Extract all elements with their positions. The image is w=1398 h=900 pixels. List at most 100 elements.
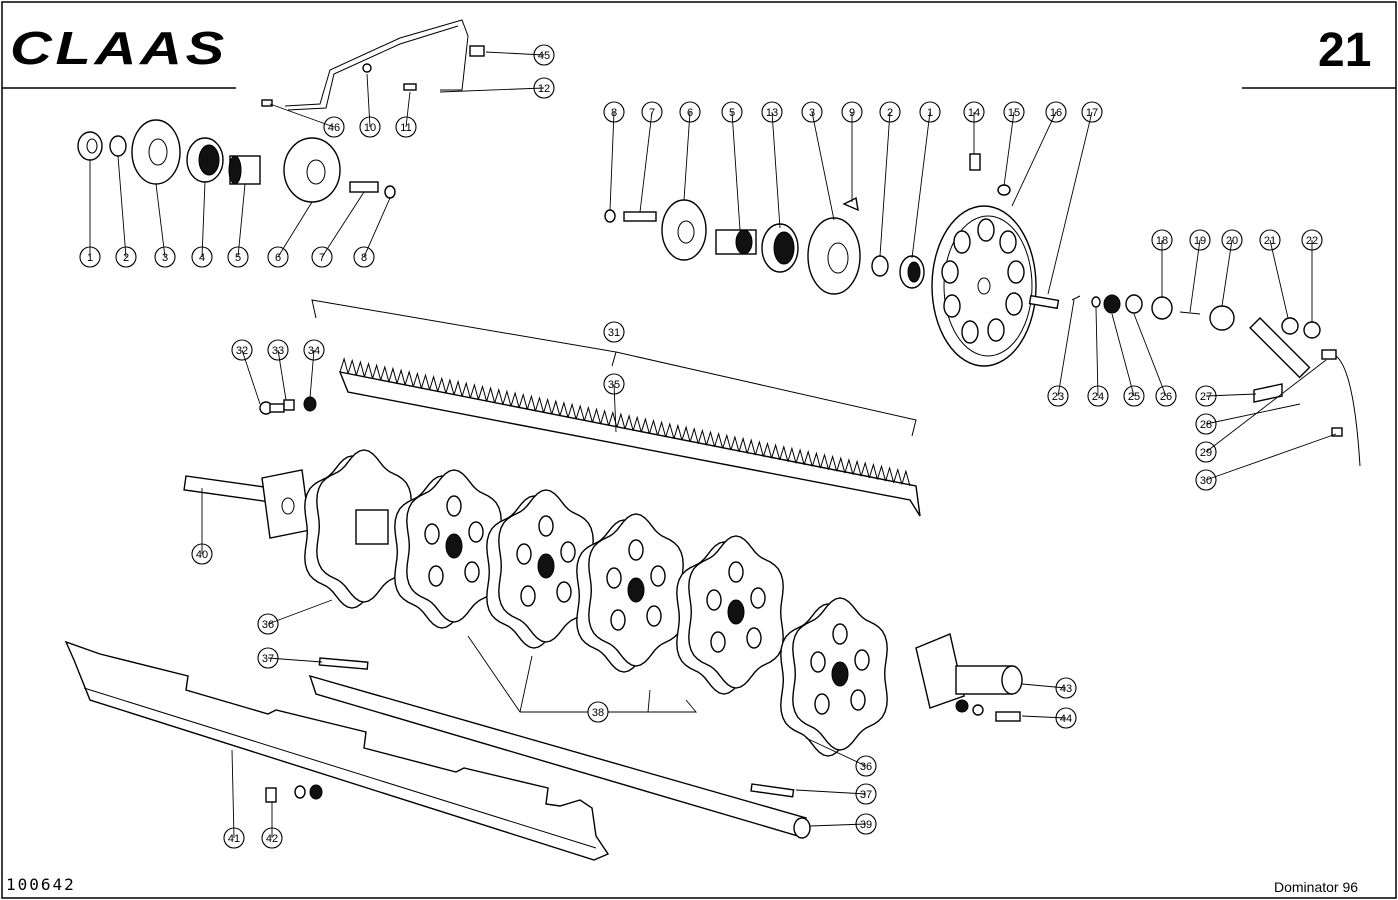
callout-38: 38 (587, 701, 609, 723)
callout-label: 43 (1060, 683, 1072, 695)
drum-plate-hole (520, 585, 536, 607)
cover-plate (64, 640, 610, 861)
callout-label: 8 (361, 252, 367, 264)
drum-plate-hole (728, 561, 744, 583)
leader-line (1205, 433, 1337, 481)
drum-plate-hole (706, 589, 722, 611)
callout-label: 37 (262, 653, 274, 665)
leader-line (405, 91, 411, 128)
leader-line (269, 103, 335, 128)
callout-label: 27 (1200, 391, 1212, 403)
key-upper (318, 657, 369, 670)
leader-line (811, 111, 835, 221)
leader-line (363, 197, 391, 258)
drum-plate-hole (446, 495, 462, 517)
right-hub-group (604, 153, 1060, 367)
drum-plate-hole (424, 523, 440, 545)
leader-line (439, 87, 545, 93)
callout-label: 7 (319, 252, 325, 264)
leader-line (267, 599, 333, 625)
callout-28: 28 (1195, 413, 1217, 435)
leader-line (277, 349, 287, 401)
drum-plate-hole (538, 515, 554, 537)
leader-line (1047, 111, 1093, 295)
model-name: Dominator 96 (1274, 879, 1358, 895)
callout-label: 24 (1092, 391, 1104, 403)
callout-label: 45 (538, 50, 550, 62)
drum-plate-hole (646, 605, 662, 627)
drum-plate-hole (750, 587, 766, 609)
left-hub-group (77, 119, 396, 203)
drum-plate-hole (850, 689, 866, 711)
drum-plate-hole (464, 561, 480, 583)
leader-line (1003, 111, 1015, 187)
leader-line (1057, 299, 1075, 397)
drum-right-hub (915, 633, 1023, 722)
drum-plate-hole (516, 543, 532, 565)
callout-label: 23 (1052, 391, 1064, 403)
leader-line (731, 111, 741, 231)
callout-16: 16 (1045, 101, 1067, 123)
leader-line (1205, 393, 1257, 397)
drum-plate-hole (560, 541, 576, 563)
callout-label: 12 (538, 83, 550, 95)
leader-line (1021, 683, 1067, 689)
callout-label: 36 (262, 619, 274, 631)
drum-plate-hub (627, 577, 645, 603)
drum-plate-hole (650, 565, 666, 587)
leader-line (155, 183, 166, 258)
leader-line (1189, 239, 1201, 313)
callout-label: 36 (860, 761, 872, 773)
leader-line (639, 111, 653, 213)
leader-line (1111, 313, 1135, 397)
callout-label: 10 (364, 122, 376, 134)
leader-line (277, 201, 313, 258)
key-lower (750, 783, 795, 798)
callout-label: 38 (592, 707, 604, 719)
callout-label: 44 (1060, 713, 1072, 725)
callout-label: 39 (860, 819, 872, 831)
leader-line (809, 823, 867, 827)
drum-plate-hole (628, 539, 644, 561)
leader-line (1269, 239, 1289, 319)
callout-label: 42 (266, 833, 278, 845)
leader-line (309, 349, 315, 399)
upper-wire-assembly (261, 19, 485, 111)
drum-plate-hole (606, 567, 622, 589)
drum-plate-hub (831, 661, 849, 687)
leader-line (267, 657, 323, 663)
callout-label: 5 (235, 252, 241, 264)
leader-line (771, 111, 781, 229)
callout-label: 46 (328, 122, 340, 134)
leader-line (795, 789, 867, 795)
leader-line (911, 111, 931, 259)
leader-line (1221, 239, 1233, 307)
leader-line (237, 183, 246, 258)
leader-line (117, 155, 127, 258)
drum-plate-hub (727, 599, 745, 625)
callout-label: 30 (1200, 475, 1212, 487)
leader-line (485, 51, 545, 56)
page-number: 21 (1318, 24, 1371, 77)
drum-plate-hole (428, 565, 444, 587)
callout-label: 1 (87, 252, 93, 264)
drawing-number: 100642 (6, 875, 76, 894)
drum-plate-hole (832, 623, 848, 645)
leaders (89, 51, 1337, 839)
drum-plate-hole (468, 521, 484, 543)
leader-line (1021, 715, 1067, 719)
leader-line (241, 349, 261, 405)
leader-line (609, 111, 615, 211)
leader-line (1095, 307, 1099, 397)
callout-label: 25 (1128, 391, 1140, 403)
leader-line (1011, 111, 1057, 207)
drum-plate-hole (746, 627, 762, 649)
callout-label: 11 (400, 122, 411, 134)
callout-label: 37 (860, 789, 872, 801)
drum-plate-hub (537, 553, 555, 579)
drum-assembly (183, 449, 888, 757)
claas-logo: CLAAS (10, 22, 228, 74)
drum-plate-hole (854, 649, 870, 671)
